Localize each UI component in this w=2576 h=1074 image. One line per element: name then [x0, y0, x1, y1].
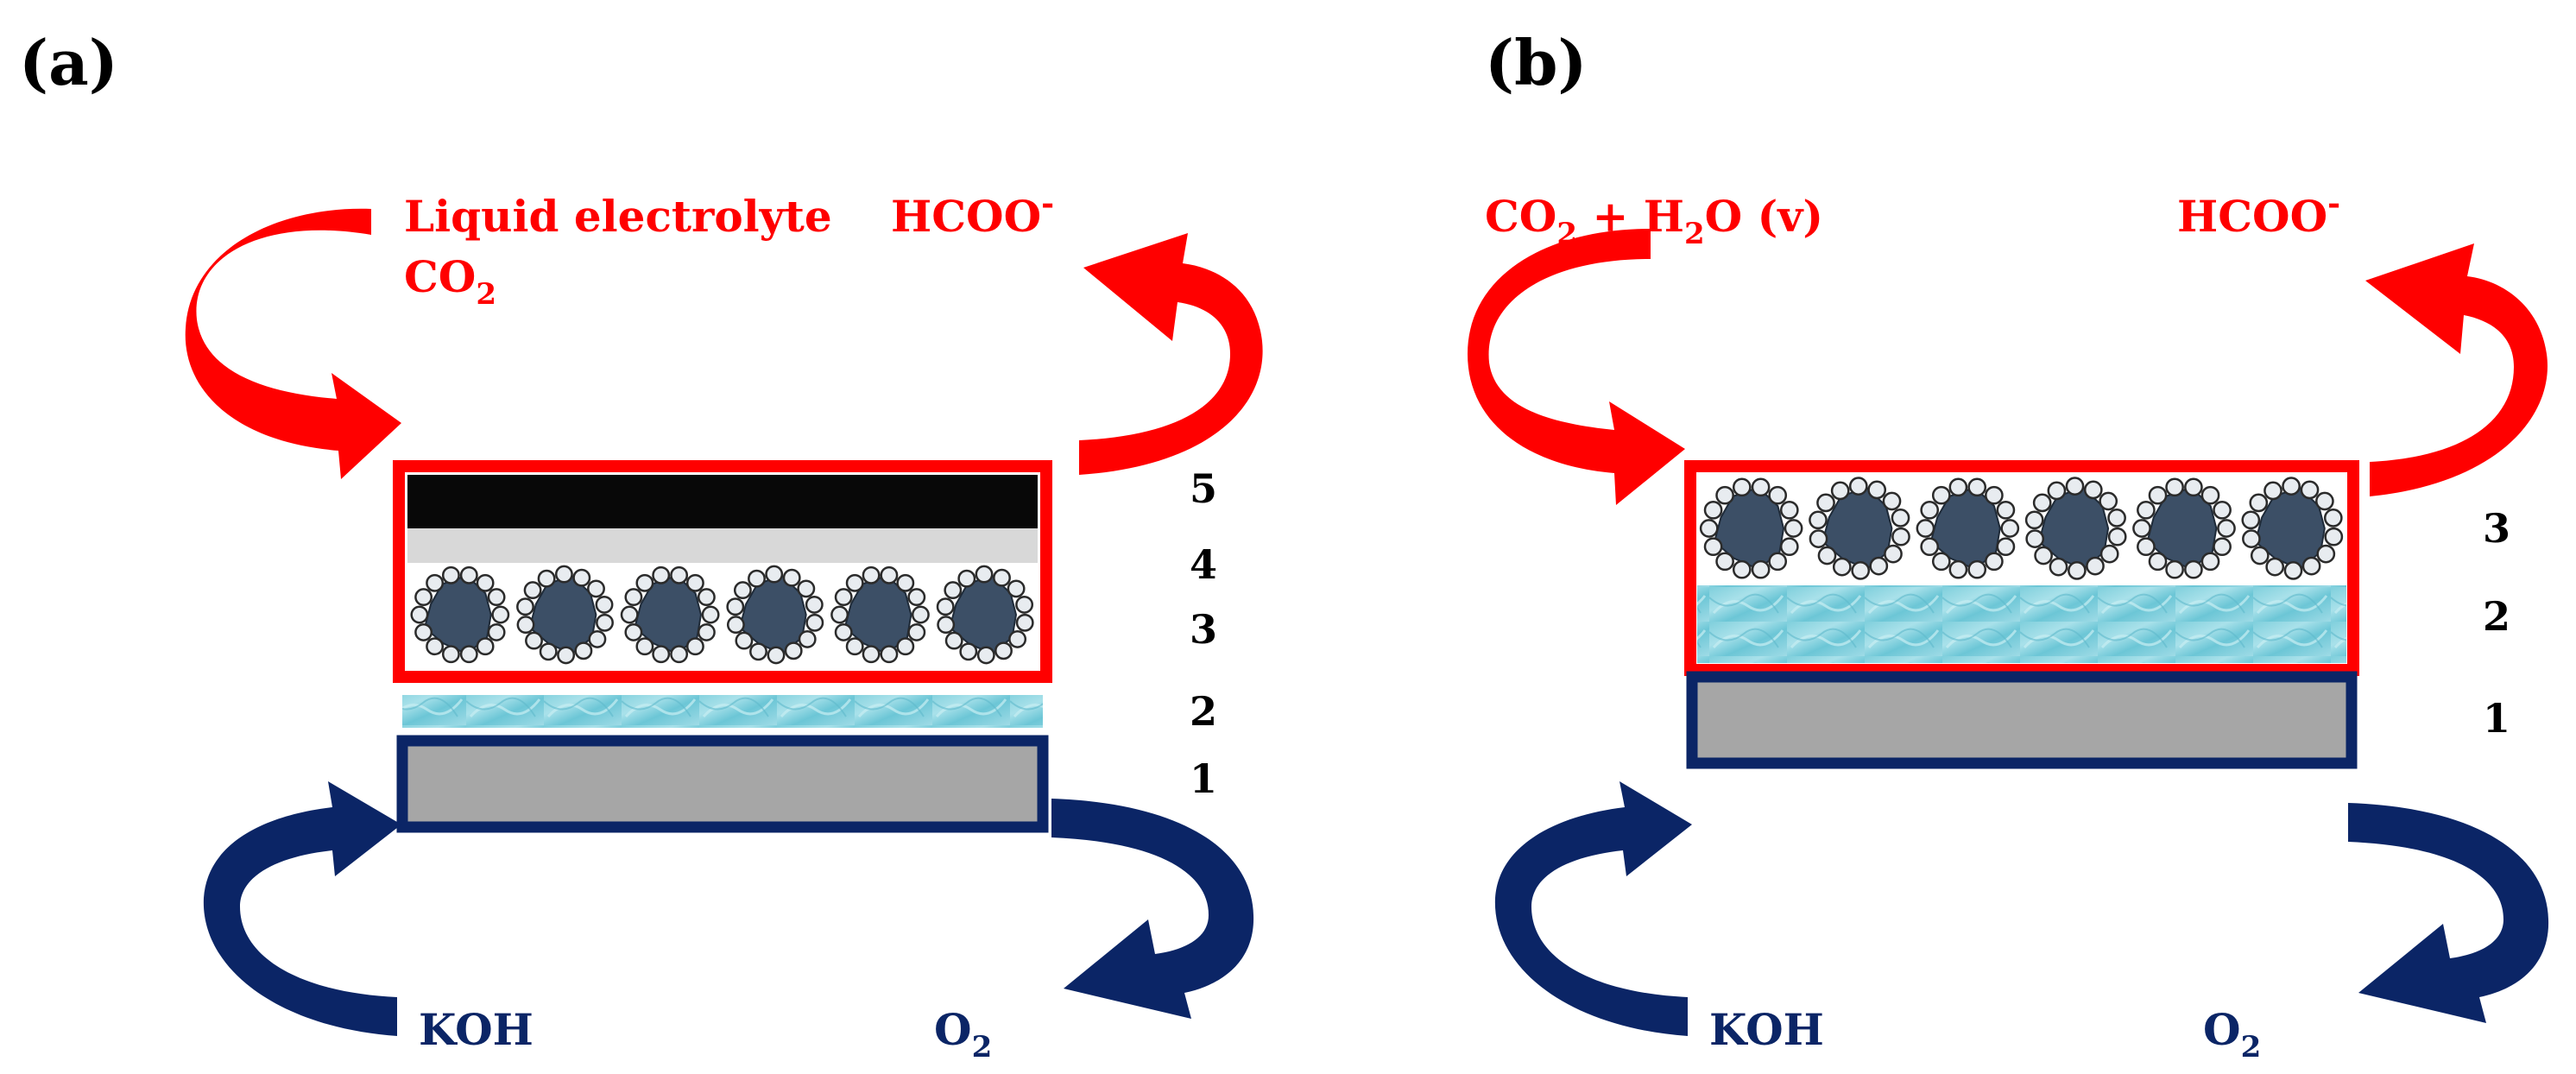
koh-label-a: KOH: [419, 1004, 534, 1055]
catalyst-particle: [830, 565, 930, 664]
outlet-arrow-b: [2365, 243, 2548, 496]
catalyst-particle: [936, 565, 1034, 665]
koh-arrow-b: [1494, 781, 1692, 1036]
catalyst-particles-a: [410, 565, 1034, 665]
cathode-frame-b: [1684, 460, 2359, 676]
inlet-label-a-line2: CO2: [404, 251, 496, 312]
catalyst-particle: [1699, 477, 1803, 579]
koh-label-b: KOH: [1709, 1004, 1824, 1055]
layer-2-membrane: [1697, 585, 2346, 663]
catalyst-particle: [620, 565, 720, 664]
catalyst-particle: [516, 565, 614, 665]
cathode-frame-a: [393, 460, 1052, 683]
o2-label-b: O2: [2203, 1004, 2261, 1065]
layer-3-catalyst-bg: [1697, 473, 2346, 585]
layer-numbers-b: 3 2 1: [2483, 505, 2510, 742]
catalyst-particle: [410, 565, 510, 664]
inlet-arrow-a: [185, 208, 401, 479]
panel-b-label: (b): [1485, 26, 1587, 99]
layer-number: 2: [2483, 593, 2510, 640]
koh-arrow-a: [203, 781, 401, 1036]
o2-label-a: O2: [934, 1004, 992, 1065]
layer-1-anode: [396, 735, 1049, 833]
layer-number: 5: [1190, 465, 1217, 512]
catalyst-particle: [726, 565, 824, 665]
panel-b: (b) CO2 + H2O (v) HCOO- KOH O2 3 2 1: [1468, 26, 2549, 1065]
inlet-arrow-b: [1468, 229, 1685, 505]
layer-number: 1: [1190, 755, 1217, 802]
layer-number: 1: [2483, 695, 2510, 742]
layer-number: 3: [2483, 505, 2510, 552]
catalyst-particle: [1916, 477, 2020, 579]
layer-number: 2: [1190, 688, 1217, 735]
catalyst-particle: [1809, 477, 1910, 580]
layer-number: 4: [1190, 541, 1217, 588]
layer-numbers-a: 5 4 3 2 1: [1190, 465, 1217, 802]
panel-a-label: (a): [19, 26, 118, 99]
product-label-b: HCOO-: [2177, 186, 2340, 242]
o2-arrow-a: [1051, 799, 1254, 1019]
panel-a: (a) Liquid electrolyte CO2 HCOO- KOH O2 …: [19, 26, 1263, 1065]
outlet-arrow-a: [1079, 233, 1263, 475]
inlet-label-b: CO2 + H2O (v): [1485, 191, 1823, 251]
o2-arrow-b: [2348, 803, 2549, 1023]
catalyst-particle: [2132, 477, 2236, 579]
layer-number: 3: [1190, 606, 1217, 653]
product-label-a: HCOO-: [891, 186, 1054, 242]
layer-4-gray: [407, 528, 1038, 563]
layer-1-anode: [1686, 671, 2358, 769]
catalyst-particle: [2241, 477, 2344, 580]
catalyst-particle: [2024, 477, 2127, 580]
layer-3-catalyst-bg: [407, 563, 1038, 668]
inlet-label-a-line1: Liquid electrolyte: [404, 191, 832, 242]
layer-2-membrane: [402, 695, 1043, 728]
layer-5-black: [407, 475, 1038, 528]
catalyst-particles-b: [1699, 477, 2344, 580]
